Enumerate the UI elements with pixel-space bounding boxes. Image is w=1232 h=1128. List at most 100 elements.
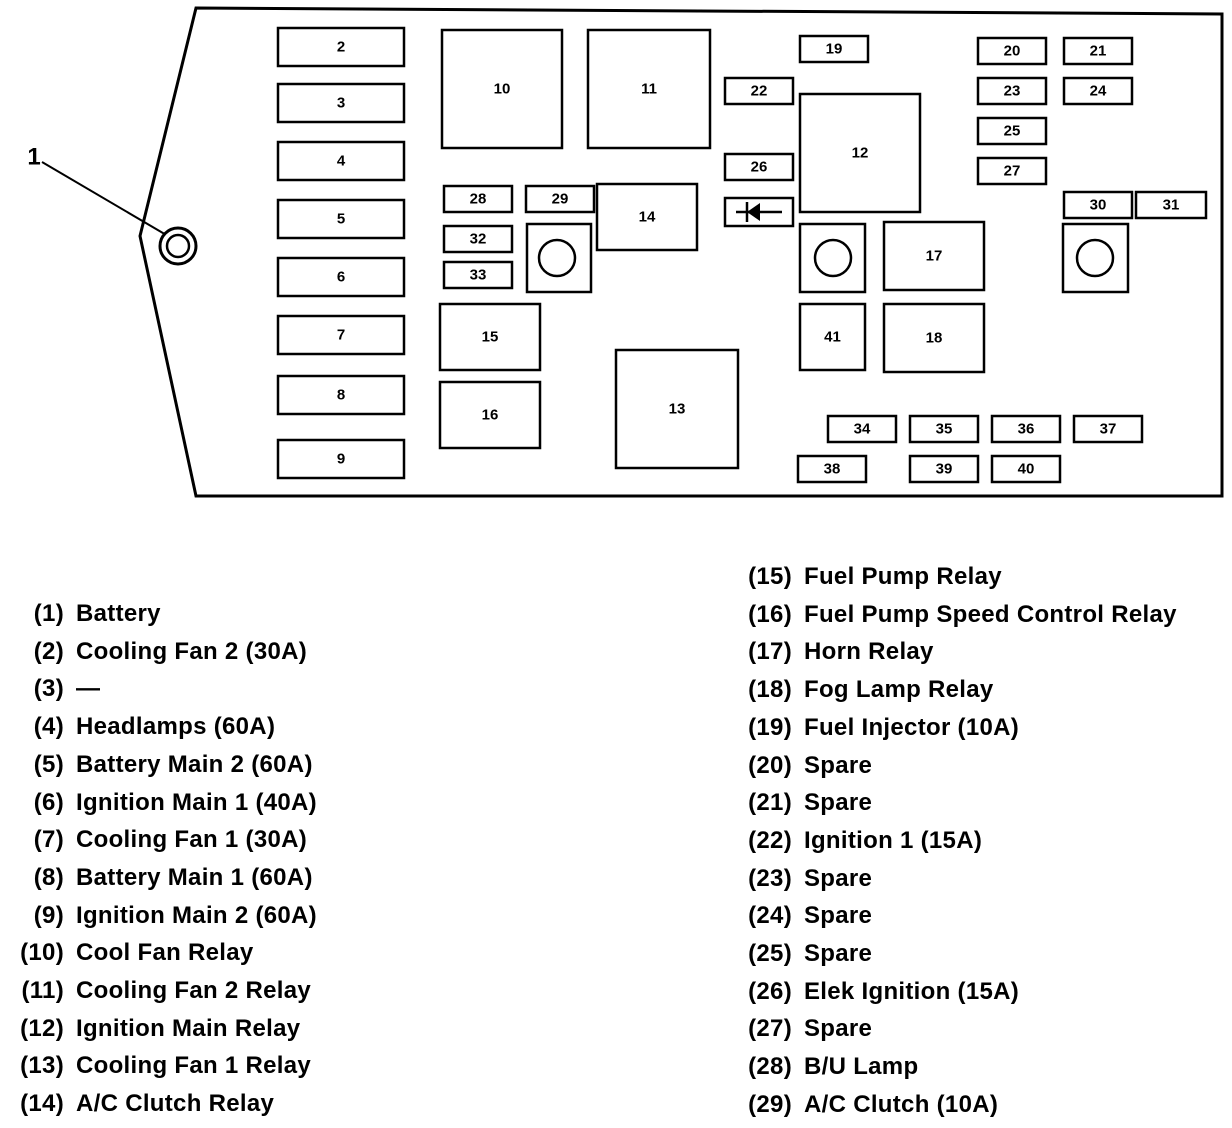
fuse-35-outline (908, 414, 980, 444)
component-number: 15 (482, 329, 499, 346)
fuse-31-outline (1134, 190, 1208, 220)
fuse-8: 8 (276, 374, 406, 416)
legend-ref: (15) (748, 563, 792, 590)
legend-label: Ignition Main 2 (60A) (76, 901, 317, 929)
fuse-7-outline (276, 314, 406, 356)
fuse-37-outline (1072, 414, 1144, 444)
fuse-25-outline (976, 116, 1048, 146)
fuse-32-outline (442, 224, 514, 254)
fuse-38-outline (796, 454, 868, 484)
component-number: 35 (936, 421, 953, 438)
component-number: 23 (1004, 83, 1021, 100)
fuse-37: 37 (1072, 414, 1144, 444)
legend-ref: (29) (748, 1090, 792, 1118)
component-number: 2 (337, 39, 345, 56)
legend-ref: (9) (33, 901, 64, 929)
fuse-38: 38 (796, 454, 868, 484)
legend-label: Headlamps (60A) (76, 713, 276, 741)
legend-item: (23)Spare (0, 865, 872, 895)
relay-13: 13 (614, 348, 740, 470)
legend-item: (16) Fuel Pump Speed Control Relay (0, 601, 1177, 631)
legend-label: Fuel Pump Speed Control Relay (804, 600, 1177, 628)
fuse-40: 40 (990, 454, 1062, 484)
legend-ref: (12) (20, 1014, 64, 1042)
component-number: 33 (470, 267, 487, 284)
legend-item: (11)Cooling Fan 2 Relay (0, 977, 311, 1007)
mount-post-icon (525, 222, 593, 294)
legend-item: (24)Spare (0, 902, 872, 932)
legend-item: (4)Headlamps (60A) (0, 713, 275, 743)
legend-item: (14)A/C Clutch Relay (0, 1090, 274, 1120)
fuse-24: 24 (1062, 76, 1134, 106)
legend-label: Horn Relay (804, 638, 934, 666)
fuse-22-outline (723, 76, 795, 106)
fuse-31: 31 (1134, 190, 1208, 220)
legend-label: A/C Clutch (10A) (804, 1090, 999, 1118)
component-number: 16 (482, 407, 499, 424)
legend-label: Cooling Fan 1 Relay (76, 1052, 312, 1080)
legend-label: Fog Lamp Relay (804, 676, 994, 704)
component-number: 32 (470, 231, 487, 248)
component-number: 39 (936, 461, 953, 478)
fuse-23-outline (976, 76, 1048, 106)
fuse-26-outline (723, 152, 795, 182)
component-number: 28 (470, 191, 487, 208)
legend-ref: (7) (33, 826, 64, 854)
fuse-4: 4 (276, 140, 406, 182)
component-number: 38 (824, 461, 841, 478)
component-number: 22 (751, 83, 768, 100)
component-number: 3 (337, 95, 345, 112)
legend-item: (7)Cooling Fan 1 (30A) (0, 826, 307, 856)
component-number: 12 (852, 145, 869, 162)
fuse-30-outline (1062, 190, 1134, 220)
component-number: 7 (337, 327, 345, 344)
legend-item: (10)Cool Fan Relay (0, 939, 254, 969)
relay-18: 18 (882, 302, 986, 374)
fuse-30: 30 (1062, 190, 1134, 220)
component-number: 9 (337, 451, 345, 468)
fuse-36-outline (990, 414, 1062, 444)
legend-ref: (21) (748, 789, 792, 817)
relay-17-outline (882, 220, 986, 292)
legend-item: (29) A/C Clutch (10A) (0, 1091, 998, 1121)
legend-label: Cool Fan Relay (76, 939, 254, 967)
legend-label: Battery Main 2 (60A) (76, 750, 313, 778)
legend-label: Spare (804, 1015, 873, 1043)
fuse-block-outline (138, 6, 1224, 498)
relay-12-outline (798, 92, 922, 214)
legend-label: B/U Lamp (804, 1053, 919, 1081)
legend-item: (25)Spare (0, 940, 872, 970)
legend-ref: (8) (33, 863, 64, 891)
legend-label: Battery Main 1 (60A) (76, 863, 313, 891)
legend-item: (26)Elek Ignition (15A) (0, 978, 1019, 1008)
fuse-19-outline (798, 34, 870, 64)
legend-item: (9) Ignition Main 2 (60A) (0, 902, 317, 932)
relay-15: 15 (438, 302, 542, 372)
component-number: 31 (1163, 197, 1180, 214)
legend-label: Ignition Main 1 (40A) (76, 788, 317, 816)
fuse-22: 22 (723, 76, 795, 106)
component-number: 17 (926, 248, 943, 265)
fuse-23: 23 (976, 76, 1048, 106)
fuse-28-outline (442, 184, 514, 214)
legend-ref: (1) (33, 600, 64, 627)
mount-post-icon (1061, 222, 1130, 294)
component-number: 13 (669, 401, 686, 418)
fuse-28: 28 (442, 184, 514, 214)
fuse-34: 34 (826, 414, 898, 444)
fuse-6: 6 (276, 256, 406, 298)
legend-item: (5)Battery Main 2 (60A) (0, 751, 313, 781)
legend-ref: (23) (748, 864, 792, 892)
legend-label: Battery (76, 600, 161, 627)
battery-callout: 1 (27, 144, 198, 266)
component-number: 25 (1004, 123, 1021, 140)
legend-ref: (16) (748, 600, 792, 628)
fuse-33-outline (442, 260, 514, 290)
component-number: 24 (1090, 83, 1107, 100)
fuse-29-outline (524, 184, 596, 214)
legend-ref: (25) (748, 940, 792, 967)
fuse-4-outline (276, 140, 406, 182)
fuse-26: 26 (723, 152, 795, 182)
